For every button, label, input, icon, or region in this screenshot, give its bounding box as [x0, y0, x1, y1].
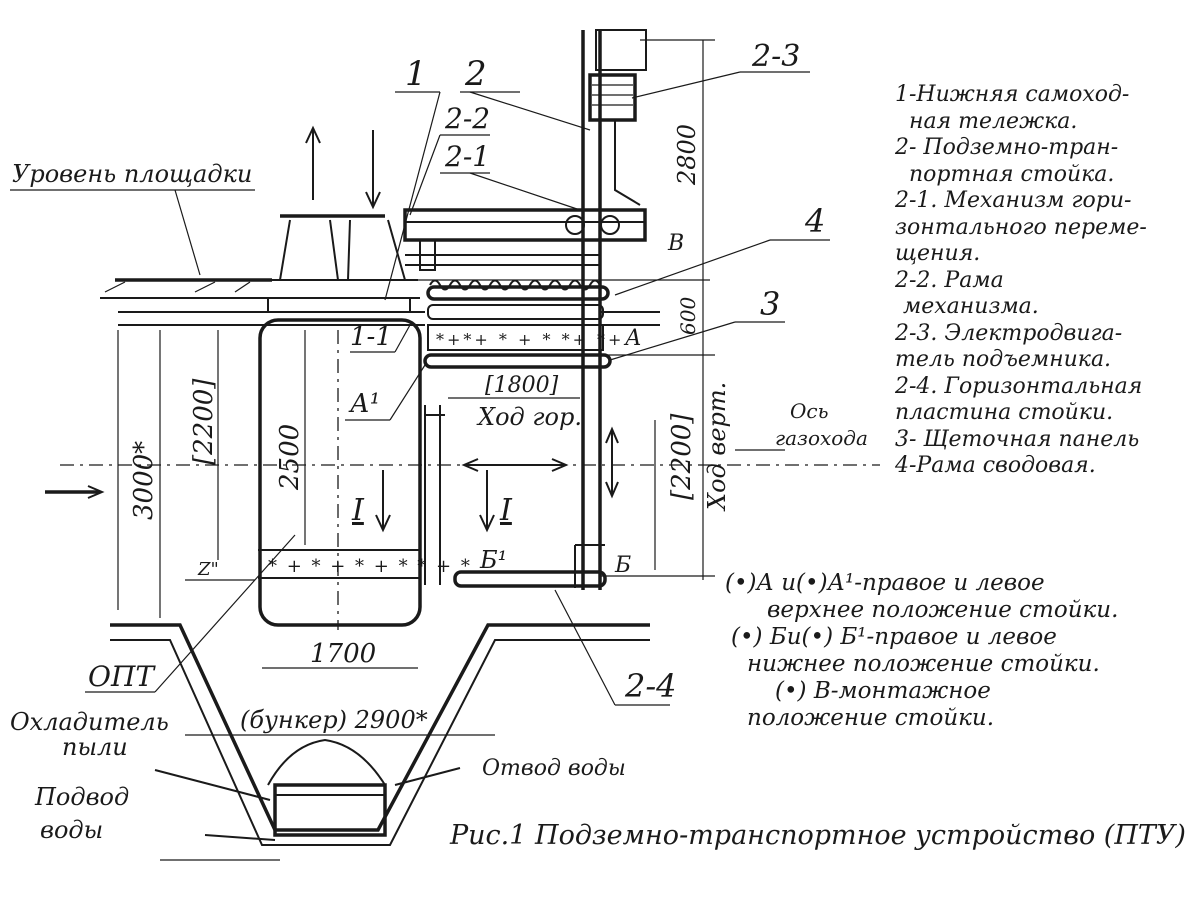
level-leader: [174, 189, 201, 276]
inlet-arrowhead: [87, 485, 105, 499]
hoppers: [262, 214, 420, 312]
legend: 1-Нижняя самоход- ная тележка. 2- Подзем…: [895, 82, 1195, 480]
legend-line: 3- Щеточная панель: [895, 426, 1140, 452]
legend-line: зонтального переме-: [895, 214, 1147, 240]
bunker: [110, 623, 650, 861]
legend-line: 2-3. Электродвига-: [895, 320, 1123, 346]
legend-line: 2- Подземно-тран-: [895, 135, 1119, 160]
legend-line: 1-Нижняя самоход-: [895, 82, 1130, 107]
brush-panel: *+*+ * + * *+ *+: [423, 279, 624, 369]
legend-line: механизма.: [903, 294, 1039, 319]
stand: [581, 29, 647, 590]
legend-line: 2-2. Рама: [895, 267, 1004, 293]
legend-line: портная стойка.: [909, 161, 1115, 187]
note-line: (•)А и(•)А¹-правое и левое: [725, 570, 1045, 596]
svg-text:* + * + * + * * + *: * + * + * + * * + *: [268, 556, 472, 577]
note-line: (•) В-монтажное: [775, 678, 991, 704]
lift-arrows: [305, 125, 381, 210]
note-line: (•) Би(•) Б¹-правое и левое: [731, 624, 1057, 650]
lower-cart: * + * + * + * * + *: [258, 318, 472, 630]
figure-caption: Рис.1 Подземно-транспортное устройство (…: [450, 820, 1186, 851]
positions-note: (•)А и(•)А¹-правое и левое верхнее полож…: [725, 570, 1195, 732]
legend-line: ная тележка.: [909, 108, 1078, 134]
svg-text:*+*+ * + * *+ *+: *+*+ * + * *+ *+: [436, 330, 624, 349]
legend-line: 2-4. Горизонтальная: [895, 373, 1143, 399]
ground-level: [100, 278, 710, 326]
legend-line: щения.: [895, 241, 981, 266]
legend-line: 2-1. Механизм гори-: [895, 188, 1132, 213]
dimension-lines: [117, 39, 715, 736]
legend-line: пластина стойки.: [895, 400, 1114, 425]
legend-line: тель подъемника.: [895, 347, 1112, 372]
leader-lines: [85, 71, 830, 706]
note-line: верхнее положение стойки.: [767, 597, 1119, 623]
legend-line: 4-Рама сводовая.: [895, 453, 1096, 478]
vault-frame: [403, 208, 647, 271]
note-line: положение стойки.: [747, 705, 995, 731]
note-line: нижнее положение стойки.: [747, 651, 1100, 677]
right-frame: [424, 405, 607, 588]
travel-arrows: [375, 426, 619, 533]
